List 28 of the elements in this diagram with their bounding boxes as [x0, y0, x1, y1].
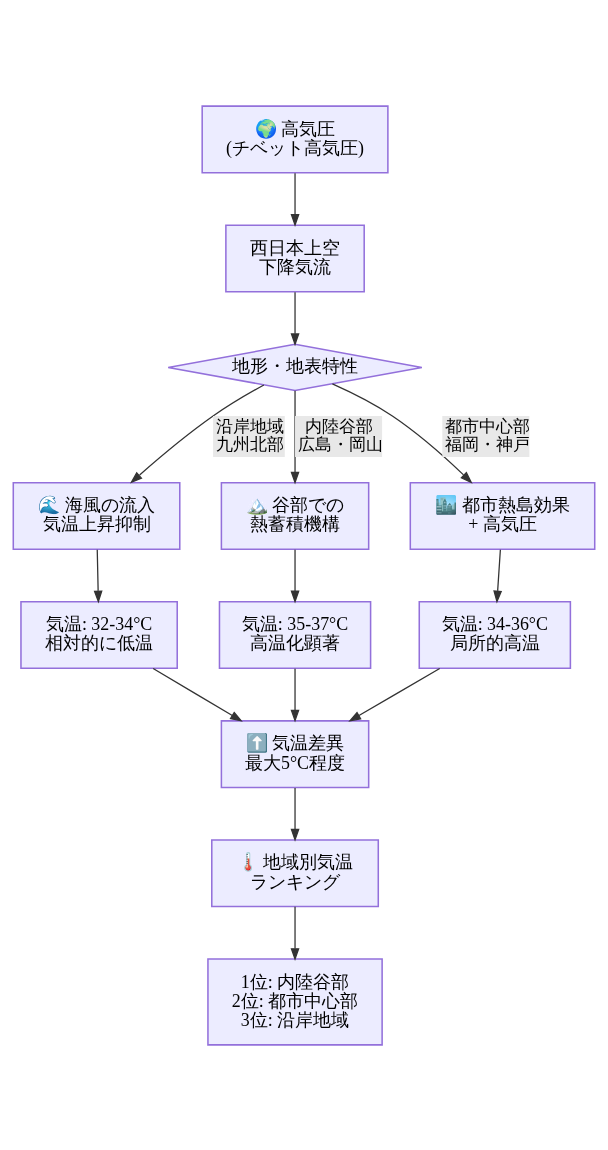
arrow	[290, 389, 300, 484]
node-box: 気温: 34-36°C 局所的高温	[418, 600, 572, 669]
arrow	[331, 382, 473, 484]
edge-label: 都市中心部福岡・神戸	[444, 416, 530, 454]
node-box: 1位: 内陸谷部 2位: 都市中心部 3位: 沿岸地域	[207, 957, 383, 1046]
arrow	[290, 905, 300, 961]
edge-label: 沿岸地域九州北部	[215, 416, 284, 454]
edge-label: 内陸谷部広島・岡山	[297, 416, 383, 454]
arrow	[290, 786, 300, 842]
node-box: 気温: 32-34°C 相対的に低温	[20, 600, 178, 669]
arrow	[130, 383, 265, 484]
arrow	[152, 667, 243, 722]
arrow	[290, 548, 300, 603]
arrow	[493, 548, 503, 603]
arrow	[93, 548, 103, 603]
node-box: 気温: 35-37°C 高温化顕著	[218, 600, 372, 669]
node-diamond: 地形・地表特性	[167, 343, 423, 391]
node-box: 🏔 谷部での 熱蓄積機構	[220, 481, 370, 550]
node-box: 西日本上空 下降気流	[225, 223, 365, 293]
node-box: 🌍 高気圧 (チベット高気圧)	[201, 104, 389, 173]
node-box: 🌡 地域別気温 ランキング	[211, 838, 380, 907]
arrow	[290, 667, 300, 723]
arrow	[348, 667, 441, 722]
node-box: 🏙 都市熱島効果 + 高気圧	[409, 481, 596, 550]
node-box: 🌊 海風の流入 気温上昇抑制	[12, 481, 181, 550]
arrow	[290, 172, 300, 227]
node-box: ⬆ 気温差異 最大5°C程度	[220, 719, 370, 788]
arrow	[290, 291, 300, 346]
